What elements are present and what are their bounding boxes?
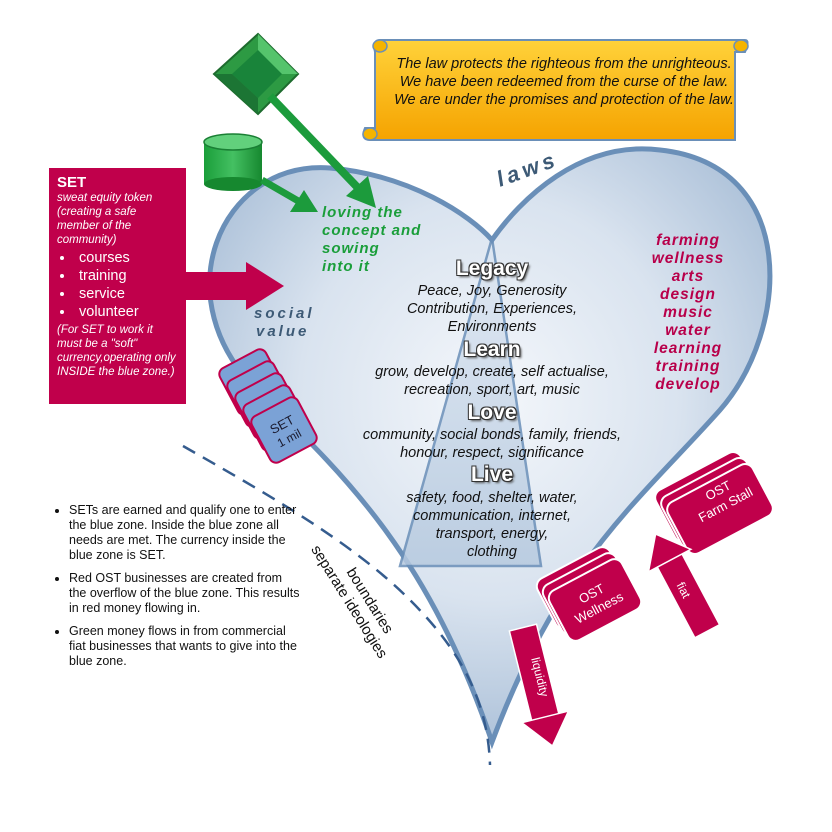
desc-line: grow, develop, create, self actualise,	[375, 364, 609, 380]
set-info-box: SET sweat equity token (creating a safe …	[49, 168, 186, 404]
level-heading-legacy: Legacy	[455, 257, 529, 280]
green-label-line: loving the	[322, 204, 403, 221]
set-item: courses	[75, 249, 178, 267]
activity-item: learning	[653, 340, 723, 357]
set-token-stack	[218, 348, 318, 464]
green-label-line: into it	[322, 258, 370, 275]
green-label-line: concept and	[322, 222, 422, 239]
fiat-arrow	[647, 533, 721, 639]
green-gem-icon	[212, 32, 300, 116]
note-item: Red OST businesses are created from the …	[69, 571, 301, 616]
green-arrow-from-cylinder	[260, 176, 318, 212]
desc-line: community, social bonds, family, friends…	[362, 427, 622, 443]
set-item: volunteer	[75, 303, 178, 321]
loving-concept-label: loving the concept and sowing into it	[322, 204, 421, 276]
social-label-line: value	[256, 323, 310, 340]
set-item: service	[75, 285, 178, 303]
level-desc-love: community, social bonds, family, friends…	[332, 426, 652, 462]
activities-list: farming wellness arts design music water…	[640, 232, 736, 394]
pyramid-shape	[398, 237, 543, 568]
set-arrow	[186, 262, 284, 310]
fiat-label: fiat	[674, 580, 694, 601]
activity-item: design	[660, 286, 716, 303]
scroll-banner	[362, 39, 749, 141]
activity-item: wellness	[651, 250, 725, 267]
level-heading-learn: Learn	[463, 338, 521, 361]
ost-farm-stack	[654, 451, 774, 555]
activity-item: water	[665, 322, 711, 339]
desc-line: Peace, Joy, Generosity	[417, 283, 567, 299]
level-desc-learn: grow, develop, create, self actualise, r…	[337, 363, 647, 399]
desc-line: clothing	[467, 544, 517, 560]
desc-line: Contribution, Experiences,	[406, 301, 578, 317]
set-item: training	[75, 267, 178, 285]
notes-list: SETs are earned and qualify one to enter…	[46, 503, 301, 677]
desc-line: safety, food, shelter, water,	[406, 490, 578, 506]
activity-item: music	[663, 304, 713, 321]
green-cylinder-icon	[203, 133, 263, 191]
desc-line: recreation, sport, art, music	[404, 382, 580, 398]
social-label-line: social	[254, 305, 315, 322]
social-value-label: social value	[254, 305, 315, 341]
level-desc-live: safety, food, shelter, water, communicat…	[362, 489, 622, 561]
activity-item: develop	[655, 376, 721, 393]
level-heading-live: Live	[470, 463, 514, 486]
desc-line: honour, respect, significance	[400, 445, 584, 461]
activity-item: farming	[656, 232, 720, 249]
liquidity-arrow	[508, 623, 570, 748]
green-arrow-from-gem	[267, 93, 376, 208]
green-label-line: sowing	[322, 240, 380, 257]
activity-item: arts	[671, 268, 705, 285]
desc-line: communication, internet,	[413, 508, 571, 524]
set-title: SET	[57, 174, 87, 191]
desc-line: Environments	[447, 319, 537, 335]
set-note: (For SET to work it must be a "soft" cur…	[57, 324, 176, 378]
level-heading-love: Love	[467, 401, 517, 424]
level-desc-legacy: Peace, Joy, Generosity Contribution, Exp…	[352, 282, 632, 336]
note-item: Green money flows in from commercial fia…	[69, 624, 301, 669]
set-items-list: courses training service volunteer	[57, 249, 178, 321]
ost-wellness-stack	[535, 546, 643, 642]
activity-item: training	[655, 358, 721, 375]
set-subtitle: sweat equity token (creating a safe memb…	[57, 192, 153, 246]
boundary-dashed-line	[182, 444, 492, 766]
scroll-text: The law protects the righteous from the …	[394, 56, 734, 108]
desc-line: transport, energy,	[435, 526, 549, 542]
note-item: SETs are earned and qualify one to enter…	[69, 503, 301, 563]
